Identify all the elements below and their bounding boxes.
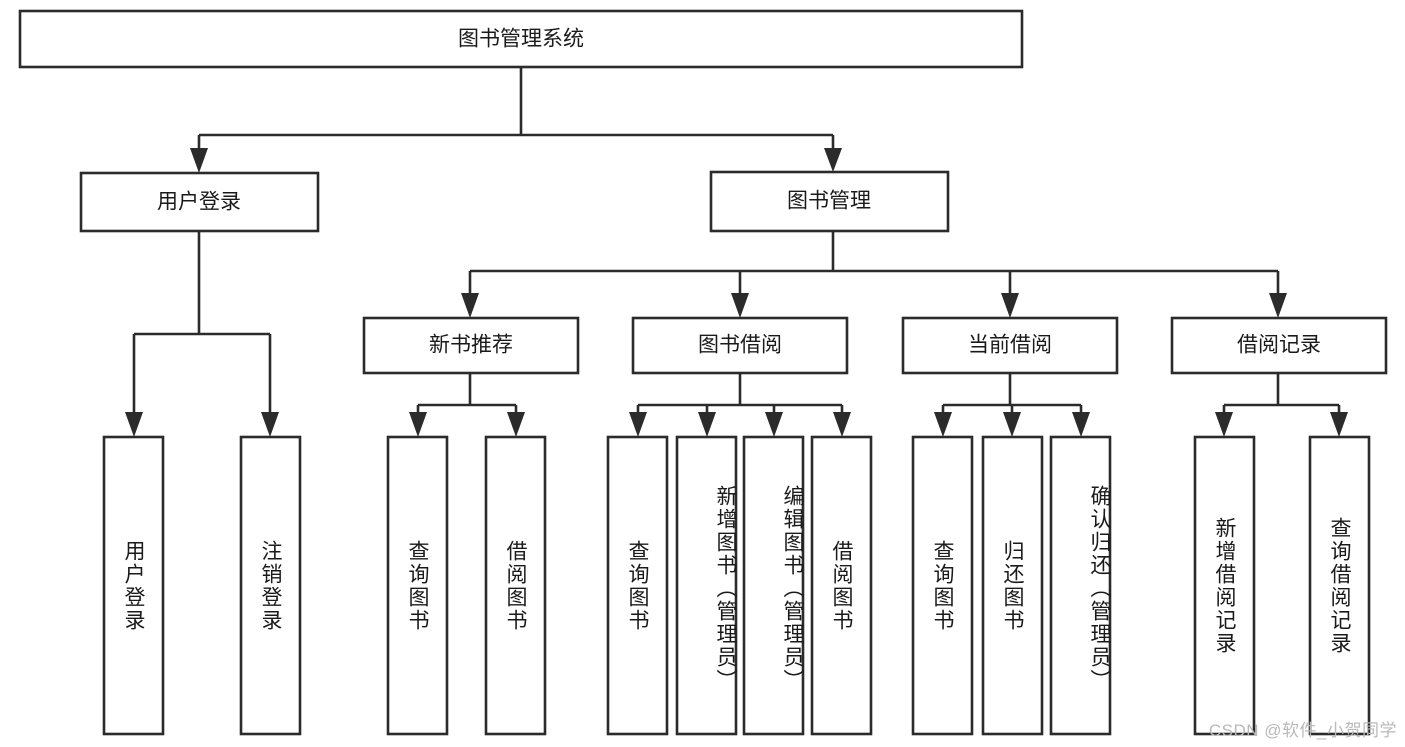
- node-borrow-record-label: 借阅记录: [1237, 334, 1321, 357]
- arrow-icon-to-leaf-return-book: [1003, 412, 1021, 437]
- arrow-icon-to-leaf-confirm-return: [1072, 412, 1090, 437]
- arrow-icon-to-leaf-query-record: [1330, 412, 1348, 437]
- arrow-icon-to-leaf-add-book: [698, 412, 716, 437]
- arrow-icon-to-leaf-borrow-book-1: [507, 412, 525, 437]
- node-leaf-add-record-box[interactable]: [1193, 435, 1256, 736]
- node-leaf-borrow-book-1-box[interactable]: [484, 435, 547, 736]
- node-borrow-record-box[interactable]: [1170, 316, 1388, 375]
- node-leaf-borrow-book-2-box[interactable]: [810, 435, 873, 736]
- node-leaf-confirm-return-box[interactable]: [1049, 435, 1112, 736]
- node-root-box[interactable]: [18, 9, 1024, 69]
- node-new-book-box[interactable]: [362, 316, 580, 375]
- node-leaf-edit-book-box[interactable]: [742, 435, 805, 736]
- arrow-icon-to-leaf-user-login: [125, 412, 143, 437]
- arrow-icon-to-borrow-record: [1269, 293, 1287, 318]
- node-leaf-query-book-2-box[interactable]: [606, 435, 669, 736]
- node-leaf-query-book-1-box[interactable]: [386, 435, 449, 736]
- node-leaf-return-book-box[interactable]: [981, 435, 1044, 736]
- arrowheads-layer: [125, 148, 1348, 437]
- arrow-icon-to-user-login: [190, 148, 208, 173]
- arrow-icon-to-book-mgmt: [824, 148, 842, 172]
- node-borrow-label: 图书借阅: [698, 334, 782, 357]
- arrow-icon-to-leaf-add-record: [1215, 412, 1233, 437]
- node-borrow-box[interactable]: [631, 316, 849, 375]
- arrow-icon-to-leaf-edit-book: [765, 412, 783, 437]
- node-new-book-label: 新书推荐: [429, 334, 513, 357]
- arrow-icon-to-current-borrow: [1001, 293, 1019, 318]
- node-book-mgmt-box[interactable]: [709, 170, 950, 233]
- nodes-layer: 图书管理系统 用户登录 图书管理 新书推荐 图书借阅 当前借阅 借阅记录: [18, 9, 1388, 736]
- node-root-label: 图书管理系统: [458, 28, 584, 51]
- csdn-watermark: CSDN @软件_小贺同学: [1208, 721, 1397, 740]
- node-user-login-box[interactable]: [79, 171, 320, 233]
- arrow-icon-to-new-book: [461, 293, 479, 318]
- node-leaf-add-book-box[interactable]: [675, 435, 738, 736]
- arrow-icon-to-leaf-query-book-2: [629, 412, 647, 437]
- arrow-icon-to-leaf-logout: [261, 412, 279, 437]
- node-leaf-user-login-box[interactable]: [102, 435, 165, 736]
- arrow-icon-to-borrow: [731, 293, 749, 318]
- node-leaf-query-record-box[interactable]: [1308, 435, 1371, 736]
- node-book-mgmt-label: 图书管理: [787, 190, 871, 213]
- node-current-borrow-label: 当前借阅: [968, 334, 1052, 357]
- node-user-login-label: 用户登录: [157, 191, 241, 214]
- arrow-icon-to-leaf-query-book-3: [934, 412, 952, 437]
- arrow-icon-to-leaf-borrow-book-2: [833, 412, 851, 437]
- node-leaf-query-book-3-box[interactable]: [911, 435, 974, 736]
- node-current-borrow-box[interactable]: [901, 316, 1119, 375]
- arrow-icon-to-leaf-query-book-1: [409, 412, 427, 437]
- node-leaf-logout-box[interactable]: [239, 435, 302, 736]
- connectors-layer: [132, 67, 1341, 412]
